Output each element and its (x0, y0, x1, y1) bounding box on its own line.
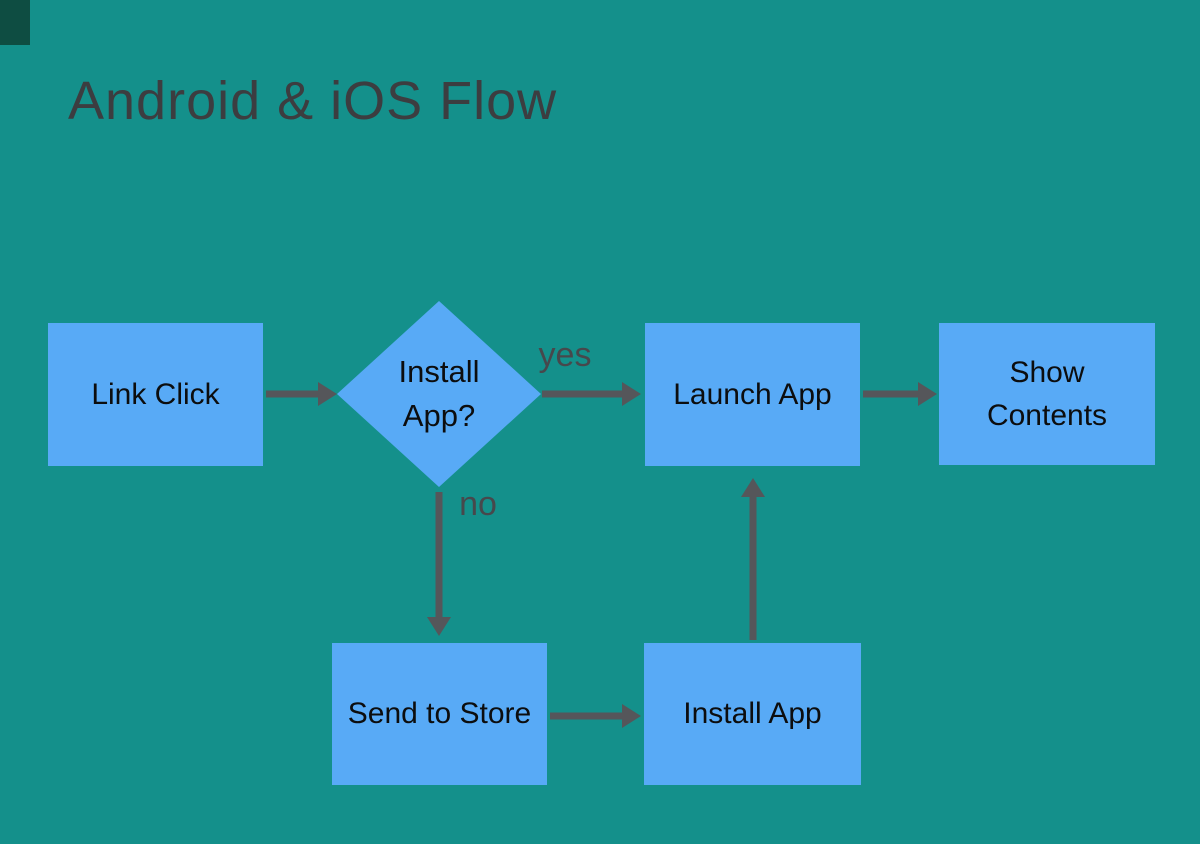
arrow-linkclick-to-decision (266, 382, 337, 406)
diagram-title: Android & iOS Flow (68, 71, 558, 131)
node-launch-app: Launch App (645, 323, 860, 466)
arrowhead-right-icon (318, 382, 337, 406)
corner-mark (0, 0, 30, 45)
node-label: Install App? (398, 353, 480, 433)
arrowhead-right-icon (918, 382, 937, 406)
arrow-installapp-to-launchapp (741, 478, 765, 640)
node-install-app: Install App (644, 643, 861, 785)
node-show-contents: Show Contents (939, 323, 1155, 465)
arrow-sendtostore-to-installapp (550, 704, 641, 728)
node-send-to-store: Send to Store (332, 643, 547, 785)
node-label: Launch App (673, 377, 832, 411)
node-label: Link Click (91, 377, 220, 411)
decision-diamond-shape (337, 301, 541, 487)
arrowhead-right-icon (622, 382, 641, 406)
arrowhead-up-icon (741, 478, 765, 497)
node-label: Install App (683, 697, 822, 731)
node-label: Show Contents (986, 355, 1108, 433)
edge-label-no: no (459, 485, 497, 523)
arrow-decision-to-sendtostore (427, 492, 451, 636)
arrowhead-down-icon (427, 617, 451, 636)
arrowhead-right-icon (622, 704, 641, 728)
node-install-app-decision: Install App? (339, 314, 539, 474)
node-label: Send to Store (347, 697, 532, 731)
arrow-launchapp-to-showcontents (863, 382, 937, 406)
edge-label-yes: yes (538, 336, 592, 374)
arrow-decision-to-launchapp (542, 382, 641, 406)
node-link-click: Link Click (48, 323, 263, 466)
